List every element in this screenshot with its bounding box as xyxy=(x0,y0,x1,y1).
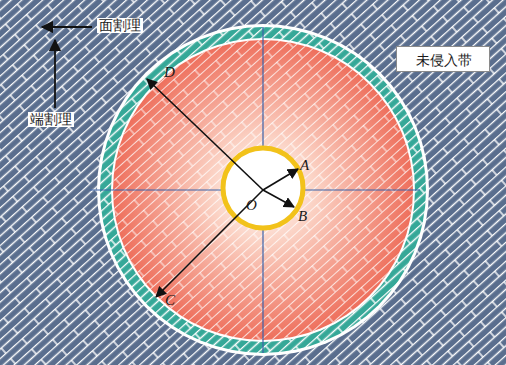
radius-label: D xyxy=(164,64,175,81)
face-cleat-arrow xyxy=(42,26,92,28)
radius-arrow xyxy=(263,190,294,207)
radius-arrow xyxy=(263,169,298,190)
radius-label: A xyxy=(300,157,309,174)
zone-label-box: 未侵入带 xyxy=(396,46,490,72)
borehole-wall xyxy=(223,148,303,228)
radius-label: C xyxy=(165,292,175,309)
center-label: O xyxy=(246,197,257,214)
zone-label: 未侵入带 xyxy=(416,52,489,69)
radius-arrow xyxy=(156,190,263,297)
butt-cleat-arrow xyxy=(54,40,56,108)
cleat-label: 面割理 xyxy=(97,18,143,33)
radius-arrows xyxy=(147,79,298,297)
cleat-label: 端割理 xyxy=(28,112,74,127)
radius-arrow xyxy=(147,79,263,190)
radius-label: B xyxy=(298,208,307,225)
